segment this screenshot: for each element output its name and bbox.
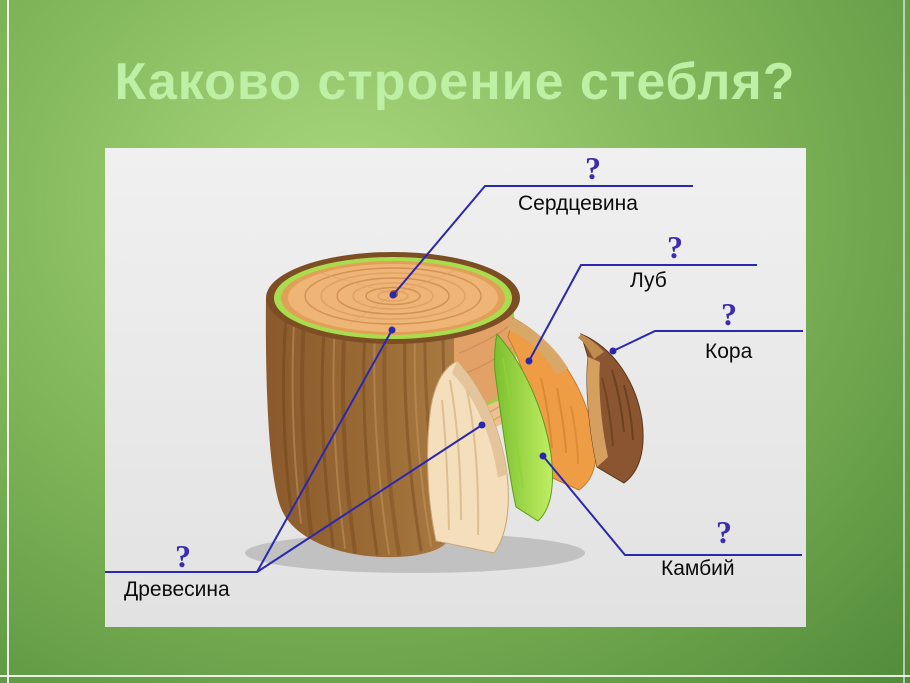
pointer-lines [105, 185, 803, 573]
label-bark: Кора [705, 340, 753, 363]
question-mark-cambium: ? [716, 514, 732, 550]
label-cambium: Камбий [661, 557, 735, 580]
pointer-bast [528, 264, 757, 362]
pointer-bark [612, 330, 803, 352]
slide-title: Каково строение стебля? [114, 53, 796, 111]
stem-diagram-illustration [105, 185, 803, 573]
growth-rings [304, 267, 482, 325]
pointer-pith [392, 185, 693, 296]
pointer-dots [388, 291, 617, 460]
slide-frame-right [903, 0, 905, 683]
diagram-panel: ? ? ? ? ? Сердцевина Луб Кора Камбий Дре… [105, 148, 806, 627]
question-mark-bark: ? [721, 296, 737, 332]
pointer-cambium [542, 455, 802, 556]
question-mark-wood: ? [175, 538, 191, 574]
label-pith: Сердцевина [518, 192, 638, 215]
slide-frame-left [7, 0, 9, 683]
question-mark-bast: ? [667, 229, 683, 265]
label-wood: Древесина [124, 578, 230, 601]
pointer-wood-b [256, 424, 483, 573]
question-mark-pith: ? [585, 150, 601, 186]
cambium-sheet [494, 332, 553, 522]
label-bast: Луб [630, 269, 667, 292]
bark-sheet [578, 333, 644, 484]
slide-frame-bottom [0, 675, 910, 677]
wood-wedge [427, 360, 509, 554]
